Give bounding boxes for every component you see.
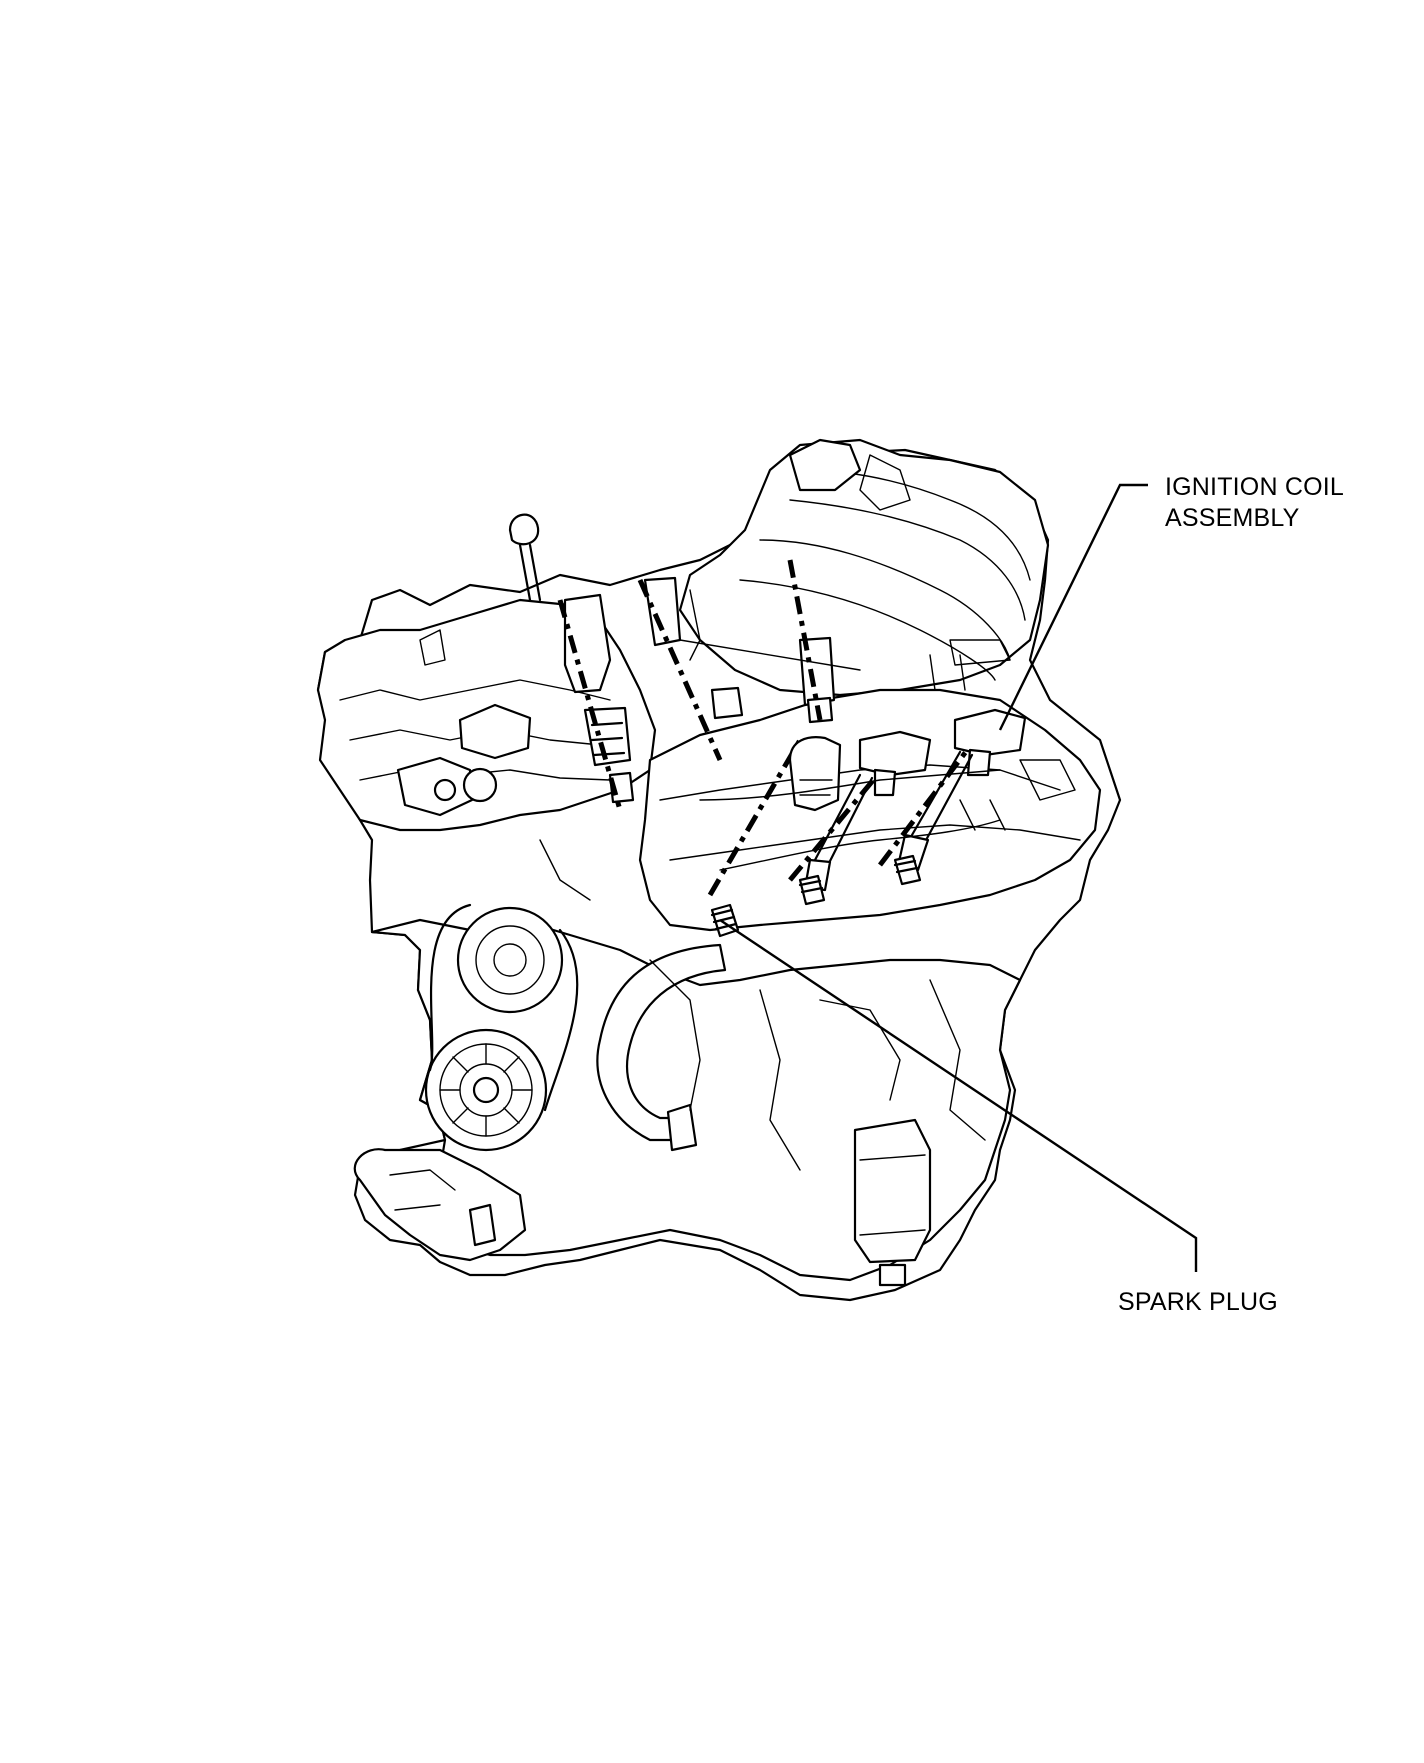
ignition-coil-leader [998,483,1148,731]
ignition-coil-label: IGNITION COIL ASSEMBLY [1165,472,1344,534]
spark-plug-leader [719,919,1198,1272]
ignition-coil-label-line1: IGNITION COIL [1165,473,1345,501]
spark-plug-label: SPARK PLUG [1118,1288,1278,1316]
ignition-coil-label-line2: ASSEMBLY [1165,504,1300,532]
